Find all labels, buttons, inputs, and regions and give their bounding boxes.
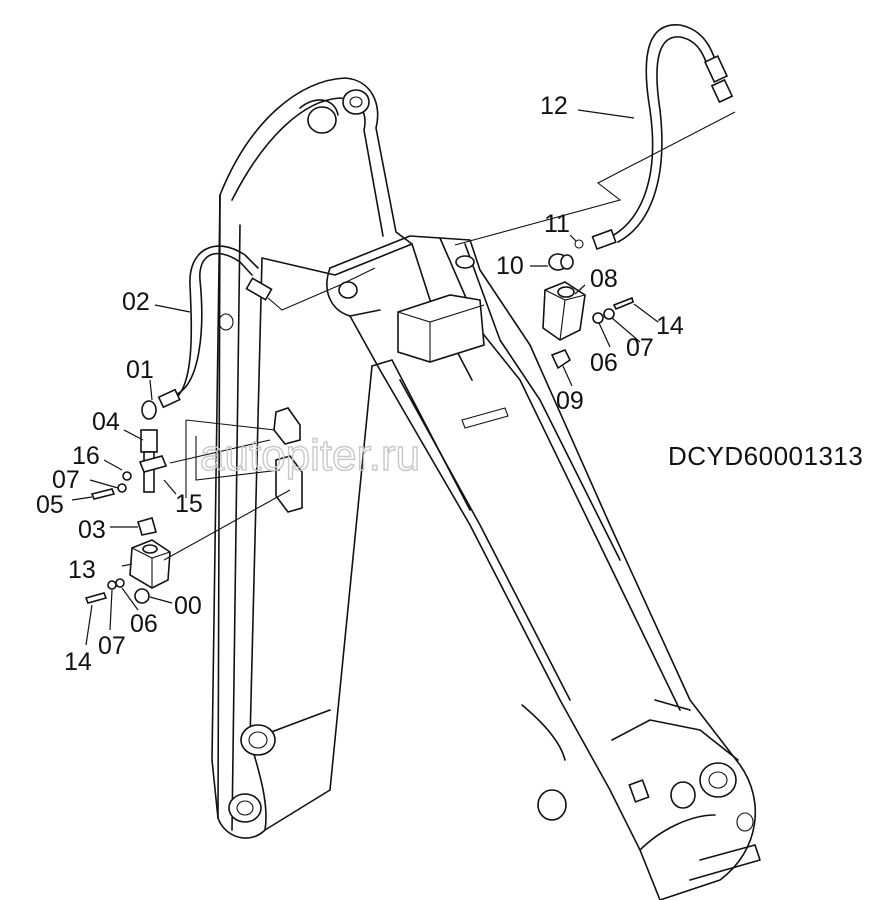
reference-line-12: [454, 111, 736, 246]
valve-assembly-left: [84, 400, 171, 604]
callout-10: 10: [496, 252, 524, 280]
hose-12: [455, 24, 734, 269]
callout-06-right: 06: [590, 349, 618, 377]
callout-04: 04: [92, 408, 120, 436]
boom-structure: [326, 235, 761, 900]
part-callouts: 02 01 04 16 07 05 15 03 13 00 06 07 14 1…: [36, 92, 684, 676]
callout-07-left-upper: 07: [52, 466, 80, 494]
callout-07-right: 07: [626, 334, 654, 362]
drawing-code: DCYD60001313: [668, 441, 863, 471]
callout-11: 11: [544, 210, 570, 238]
callout-14-left: 14: [64, 648, 92, 676]
callout-15: 15: [175, 490, 203, 518]
callout-00: 00: [174, 592, 202, 620]
callout-14-right: 14: [656, 312, 684, 340]
valve-assembly-right: [542, 239, 634, 370]
callout-16: 16: [72, 442, 100, 470]
callout-02: 02: [122, 288, 150, 316]
arm-structure: [211, 77, 413, 839]
reference-line-02: [267, 267, 376, 311]
callout-07-left-lower: 07: [98, 632, 126, 660]
callout-13: 13: [68, 556, 96, 584]
callout-08: 08: [590, 265, 618, 293]
callout-01: 01: [126, 356, 154, 384]
leader-lines: [71, 109, 659, 646]
callout-05: 05: [36, 491, 64, 519]
callout-06-left: 06: [130, 610, 158, 638]
callout-12: 12: [540, 92, 568, 120]
watermark-text: autopiter.ru: [200, 431, 420, 480]
callout-03: 03: [78, 516, 106, 544]
hose-02: [157, 245, 273, 409]
clamp-brackets: [163, 407, 303, 561]
callout-09: 09: [556, 387, 584, 415]
